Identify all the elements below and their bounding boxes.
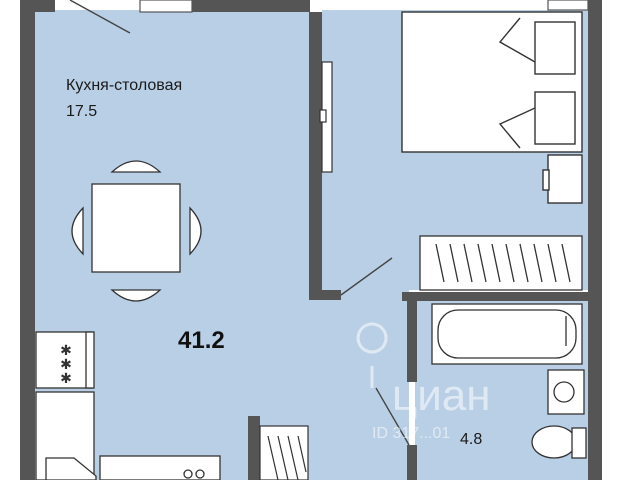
- wall-corridor: [248, 416, 260, 480]
- kitchen-name: Кухня-столовая: [66, 77, 182, 94]
- dining-table: [91, 183, 181, 273]
- total-area: 41.2: [178, 327, 225, 354]
- pillow-bottom: [534, 91, 576, 145]
- wall-top-mid: [192, 0, 310, 12]
- door-bathroom: [375, 387, 410, 446]
- window-kitchen: [139, 0, 193, 13]
- bathroom-fixtures: [419, 235, 587, 459]
- dining-set: [71, 160, 202, 302]
- windows: [139, 0, 589, 13]
- watermark-id: ID 317...01: [372, 425, 450, 442]
- chair-left: [71, 206, 84, 256]
- hob-ring-1: [183, 469, 193, 479]
- window-bedroom: [547, 0, 589, 11]
- stove-burners: ✱ ✱ ✱: [60, 343, 72, 387]
- wall-left: [20, 0, 35, 480]
- wall-cabinet: [319, 61, 333, 173]
- kitchen-area: 17.5: [66, 103, 97, 120]
- pillow-top: [534, 21, 576, 75]
- svg-text:✱: ✱: [60, 343, 72, 359]
- bathtub-inner: [437, 309, 577, 359]
- door-kitchen-top: [69, 0, 131, 34]
- radiator-hall-fins: [267, 435, 307, 480]
- watermark-brand: циан: [392, 371, 491, 420]
- chair-bottom: [110, 289, 162, 302]
- hall-floor: [309, 290, 409, 480]
- sink-bowl: [553, 381, 575, 403]
- chair-right: [189, 206, 202, 256]
- wall-top-left: [35, 0, 55, 12]
- stove-side: [85, 331, 95, 389]
- stove: [35, 331, 93, 389]
- doors: [69, 0, 410, 446]
- walls: [20, 0, 602, 480]
- toilet-bowl: [531, 425, 577, 459]
- wall-partition-vertical: [309, 12, 322, 300]
- towel-radiator-fins: [435, 243, 571, 283]
- hob-ring-2: [195, 469, 205, 479]
- radiator-hall: [259, 425, 309, 480]
- location-pin-icon: [356, 322, 388, 388]
- wall-cabinet-handle: [319, 109, 327, 123]
- wall-bath-top: [402, 292, 588, 301]
- chair-top: [110, 160, 162, 173]
- svg-text:✱: ✱: [60, 357, 72, 373]
- kitchen-counter: ✱ ✱ ✱: [35, 331, 221, 480]
- radiator-hall-body: [259, 425, 309, 480]
- corner-sink: [45, 457, 97, 480]
- wall-bath-left: [407, 292, 417, 382]
- watermark: циан ID 317...01: [356, 322, 491, 442]
- wall-partition-stub: [309, 290, 341, 300]
- wall-right: [588, 0, 602, 480]
- toilet-tank: [571, 427, 587, 459]
- wall-bath-left-low: [407, 445, 417, 480]
- blanket-fold-top: [498, 17, 536, 63]
- towel-radiator: [419, 235, 583, 291]
- nightstand-handle: [542, 169, 550, 191]
- bed: [401, 11, 583, 204]
- bathroom-area: 4.8: [460, 431, 482, 448]
- blanket-fold-bottom: [498, 107, 536, 149]
- svg-text:✱: ✱: [60, 371, 72, 387]
- nightstand: [547, 154, 583, 204]
- door-bedroom: [340, 257, 393, 296]
